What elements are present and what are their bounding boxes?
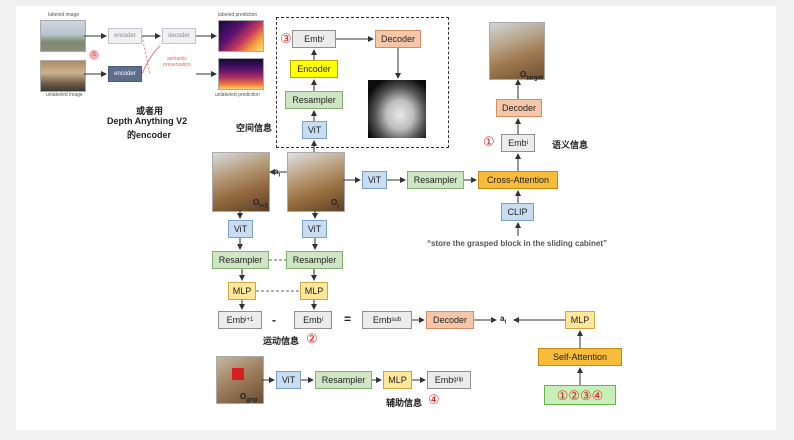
encoder-cross-link <box>141 35 151 75</box>
vit-semantic: ViT <box>362 171 387 189</box>
o-i-label: Oi <box>331 198 339 210</box>
vit-i: ViT <box>302 220 327 238</box>
resampler-spatial: Resampler <box>285 91 343 109</box>
unlabeled-image-label: unlabeled image <box>46 92 83 98</box>
labeled-image-label: labeled image <box>48 12 80 18</box>
labeled-prediction-map <box>218 20 264 52</box>
mlp-i: MLP <box>300 282 328 300</box>
mlp-grip: MLP <box>383 371 412 389</box>
resampler-grip: Resampler <box>315 371 372 389</box>
action-ai-output: ai <box>500 314 507 326</box>
observation-i-plus-1-image <box>212 152 270 212</box>
red-block <box>232 368 244 380</box>
circled-three: ③ <box>280 31 292 46</box>
vit-grip: ViT <box>276 371 301 389</box>
encoder-box: Encoder <box>290 60 338 78</box>
labeled-prediction-label: labeled prediction <box>218 12 258 18</box>
decoder-semantic: Decoder <box>496 99 542 117</box>
unlabeled-prediction-map <box>218 58 264 90</box>
resampler-semantic: Resampler <box>407 171 464 189</box>
labeled-image <box>40 20 86 52</box>
target-observation-image <box>489 22 545 80</box>
clip-box: CLIP <box>501 203 534 221</box>
observation-i-image <box>287 152 345 212</box>
unlabeled-image <box>40 60 86 92</box>
caption-line-1: 或者用 <box>136 106 164 116</box>
s-symbol: S <box>89 50 99 60</box>
circled-two: ② <box>306 331 318 346</box>
vit-i-plus-1: ViT <box>228 220 253 238</box>
depth-prediction-image <box>368 80 426 138</box>
semantic-preservation-curve <box>141 45 161 75</box>
mlp-policy: MLP <box>565 311 595 329</box>
semantic-info-label: 语义信息 <box>552 140 589 150</box>
encoder-top-box: encoder <box>108 28 142 44</box>
self-attention-box: Self-Attention <box>538 348 622 366</box>
combined-tokens-box: ①②③④ <box>544 385 616 405</box>
minus-sign: - <box>272 313 276 327</box>
aux-info-label: 辅助信息 <box>386 398 423 408</box>
o-target-label: Otarget <box>520 70 543 82</box>
o-i-plus-1-label: Oi+1 <box>253 198 268 210</box>
motion-info-label: 运动信息 <box>263 336 300 346</box>
cross-attention-box: Cross-Attention <box>478 171 558 189</box>
decoder-top-box: decoder <box>162 28 196 44</box>
vit-spatial: ViT <box>302 121 327 139</box>
semantic-preservation-label: semantic preservation <box>163 56 191 68</box>
mlp-i-plus-1: MLP <box>228 282 256 300</box>
instruction-text: “store the grasped block in the sliding … <box>427 239 608 248</box>
decoder-spatial: Decoder <box>375 30 421 48</box>
decoder-motion: Decoder <box>426 311 474 329</box>
circled-one: ① <box>483 134 495 149</box>
equals-sign: = <box>344 312 352 326</box>
grip-observation-image <box>216 356 264 404</box>
circled-four: ④ <box>428 392 440 407</box>
spatial-info-label: 空间信息 <box>236 123 273 133</box>
spatial-info-panel <box>276 17 449 148</box>
o-grip-label: Ogrip <box>240 392 258 404</box>
resampler-i-plus-1: Resampler <box>212 251 269 269</box>
caption-line-2: Depth Anything V2 <box>107 116 188 126</box>
encoder-bottom-box: encoder <box>108 66 142 82</box>
caption-line-3: 的encoder <box>127 130 172 140</box>
resampler-i: Resampler <box>286 251 343 269</box>
unlabeled-prediction-label: unlabeled prediction <box>215 92 260 98</box>
